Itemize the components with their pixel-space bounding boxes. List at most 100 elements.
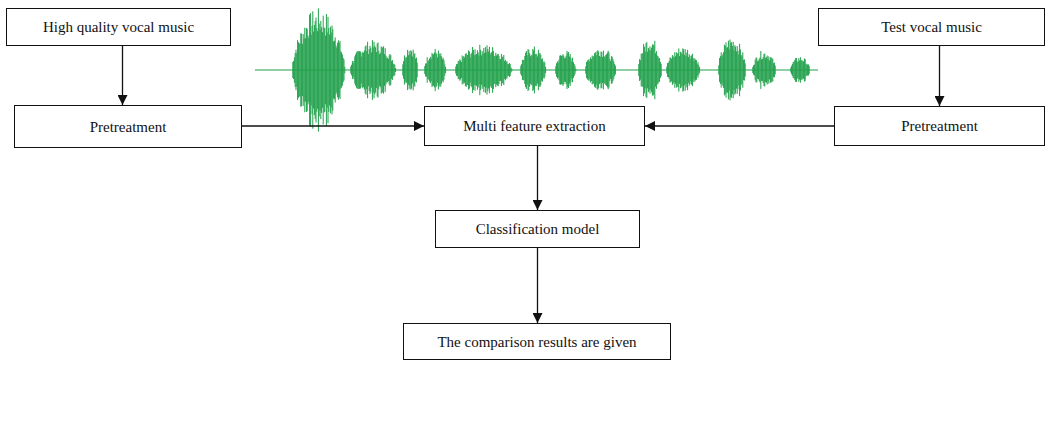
waveform-bar [343, 58, 344, 82]
waveform-bar [805, 59, 806, 81]
waveform-bar [609, 52, 610, 87]
waveform-bar [390, 55, 391, 85]
waveform-bar [735, 47, 736, 94]
waveform-bar [681, 52, 682, 87]
waveform-bar [522, 60, 523, 80]
waveform-bar [806, 64, 807, 77]
waveform-bar [775, 66, 776, 75]
waveform-bar [680, 52, 681, 88]
waveform-bar [761, 59, 762, 81]
waveform-bar [297, 40, 298, 100]
waveform-bar [765, 58, 766, 82]
waveform-bar [690, 56, 691, 84]
waveform-bar [472, 47, 473, 93]
output-box: The comparison results are given [403, 323, 671, 360]
waveform-bar [528, 50, 529, 90]
waveform-bar [670, 58, 671, 83]
waveform-bar [428, 61, 429, 79]
waveform-bar [328, 17, 329, 123]
waveform-bar [689, 54, 690, 86]
waveform-bar [575, 69, 576, 72]
waveform-bar [641, 53, 642, 86]
waveform-bar [770, 57, 771, 82]
waveform-bar [568, 52, 569, 88]
waveform-bar [304, 28, 305, 112]
waveform-bar [646, 42, 647, 98]
waveform-bar [795, 58, 796, 82]
waveform-bar [741, 55, 742, 85]
waveform-bar [592, 56, 593, 85]
waveform-bar [694, 58, 695, 81]
waveform-bar [744, 59, 745, 80]
waveform-bar [653, 45, 654, 96]
waveform-bar [593, 56, 594, 83]
waveform-bar [615, 66, 616, 75]
waveform-bar [414, 53, 415, 86]
waveform-bar [321, 27, 322, 113]
waveform-bar [796, 58, 797, 82]
waveform-bar [445, 67, 446, 73]
waveform-bar [319, 23, 320, 116]
waveform-bar [601, 52, 602, 89]
process-box: Pretreatment [14, 105, 242, 148]
waveform-bar [507, 64, 508, 76]
waveform-bar [612, 57, 613, 84]
waveform-bar [523, 60, 524, 81]
waveform-bar [466, 53, 467, 87]
waveform-bar [658, 56, 659, 84]
waveform-bar [394, 65, 395, 75]
waveform-bar [797, 61, 798, 78]
waveform-bar [731, 42, 732, 97]
waveform-bar [767, 56, 768, 85]
waveform-bar [511, 67, 512, 72]
waveform-bar [614, 64, 615, 76]
waveform-bar [468, 50, 469, 89]
waveform-bar [802, 60, 803, 80]
waveform-bar [698, 62, 699, 78]
waveform-bar [595, 52, 596, 88]
waveform-bar [639, 59, 640, 81]
waveform-bar [430, 57, 431, 83]
waveform-bar [658, 58, 659, 82]
waveform-bar [724, 45, 725, 96]
waveform-bar [404, 55, 405, 84]
waveform-bar [367, 42, 368, 98]
waveform-bar [499, 59, 500, 81]
waveform-bar [436, 53, 437, 87]
waveform-bar [460, 60, 461, 79]
waveform-bar [804, 58, 805, 81]
waveform-bar [726, 42, 727, 97]
waveform-bar [644, 47, 645, 94]
waveform-bar [491, 53, 492, 88]
waveform-bar [590, 57, 591, 82]
waveform-bar [575, 66, 576, 74]
waveform-bar [494, 56, 495, 83]
waveform-bar [475, 55, 476, 86]
waveform-bar [654, 41, 655, 99]
box-label: Test vocal music [881, 18, 982, 36]
waveform-bar [594, 53, 595, 87]
waveform-bar [497, 54, 498, 85]
waveform-bar [440, 53, 441, 86]
waveform-bar [356, 52, 357, 87]
waveform-bar [677, 54, 678, 87]
waveform-bar [475, 49, 476, 91]
waveform-bar [296, 50, 297, 90]
waveform-bar [559, 56, 560, 85]
waveform-bar [683, 49, 684, 90]
waveform-bar [358, 51, 359, 89]
waveform-bar [642, 54, 643, 86]
waveform-bar [603, 51, 604, 90]
waveform-bar [678, 48, 679, 91]
process-box: Classification model [435, 210, 640, 248]
waveform-bar [307, 29, 308, 111]
waveform-bar [323, 16, 324, 125]
waveform-bar [370, 48, 371, 93]
waveform-bar [529, 53, 530, 87]
waveform-bar [659, 58, 660, 81]
waveform-bar [506, 62, 507, 79]
waveform-bar [352, 61, 353, 79]
flow-arrow [537, 248, 538, 323]
waveform-bar [492, 47, 493, 93]
waveform-bar [444, 60, 445, 80]
